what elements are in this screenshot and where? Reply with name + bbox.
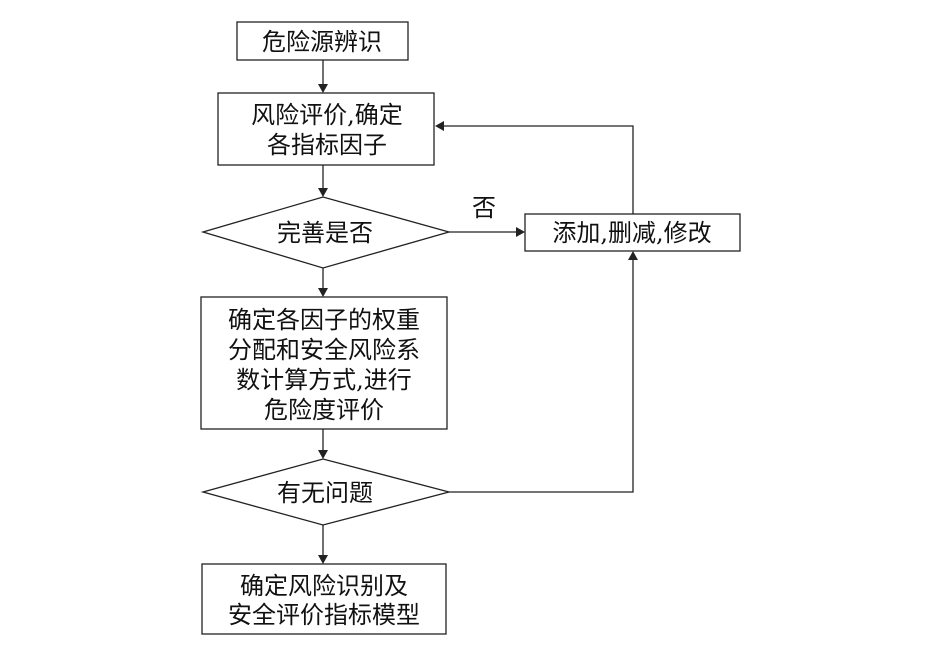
- node-label-line-1: 确定各因子的权重: [228, 306, 420, 334]
- node-add-delete-modify: 添加,删减,修改: [524, 213, 741, 252]
- connectors: [318, 60, 638, 564]
- decision-problem: 有无问题: [200, 458, 452, 526]
- arrow-head: [318, 450, 328, 459]
- node-label-line-1: 风险评价,确定: [251, 101, 403, 129]
- arrow-head: [318, 188, 328, 197]
- node-label-line-2: 各指标因子: [267, 131, 387, 159]
- arrow-head: [435, 121, 444, 131]
- arrow-head: [318, 84, 328, 93]
- node-label-line-2: 分配和安全风险系: [228, 336, 420, 364]
- node-label-line-2: 安全评价指标模型: [228, 601, 420, 629]
- arrow-head: [628, 251, 638, 260]
- edge-label-no: 否: [472, 194, 496, 222]
- node-label-line-3: 数计算方式,进行: [236, 366, 412, 394]
- edge-modify-to-risk: [442, 125, 634, 214]
- edge-problem-to-modify: [449, 258, 634, 493]
- node-label: 添加,删减,修改: [552, 219, 711, 247]
- node-hazard-identification: 危险源辨识: [236, 21, 409, 61]
- node-risk-evaluation: 风险评价,确定 各指标因子: [217, 92, 435, 166]
- decision-label: 有无问题: [277, 479, 373, 507]
- decision-complete: 完善是否: [200, 196, 452, 269]
- arrow-head: [318, 555, 328, 564]
- node-label-line-1: 确定风险识别及: [240, 572, 408, 600]
- node-label-line-4: 危险度评价: [264, 396, 384, 424]
- node-weight-distribution: 确定各因子的权重 分配和安全风险系 数计算方式,进行 危险度评价: [200, 296, 448, 430]
- arrow-head: [318, 288, 328, 297]
- decision-label: 完善是否: [277, 219, 373, 247]
- node-label: 危险源辨识: [262, 28, 382, 56]
- node-final-model: 确定风险识别及 安全评价指标模型: [201, 563, 447, 635]
- arrow-head: [516, 227, 525, 237]
